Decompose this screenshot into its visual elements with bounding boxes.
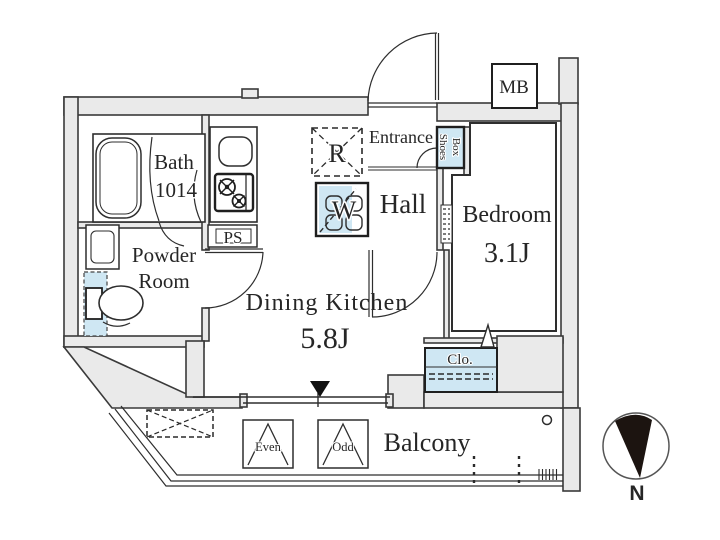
balcony-drain [541,414,553,426]
wall-chamfer-corner [62,346,243,409]
washer-space: W [314,181,370,238]
wall-dk-west-base [185,340,205,398]
hall-label: Hall [380,189,427,219]
bedroom-sliding-door [440,204,453,244]
toilet-base-line [102,321,131,327]
wall-top-left [63,96,369,116]
stove-burner-large [218,178,236,196]
window-jamb-left [239,393,248,408]
closet: Clo. [424,322,498,393]
compass-north-label: N [629,482,644,505]
wall-south-niche [387,374,425,409]
room-bath: Bath 1014 [92,133,206,247]
dining-kitchen-size-label: 5.8J [300,322,350,355]
panel-even-label: Even [255,440,281,454]
bath-door-curve-2 [193,169,202,223]
room-dining-kitchen: Dining Kitchen 5.8J [244,250,438,357]
balcony-label: Balcony [384,428,471,457]
room-powder: Powder Room [83,224,264,337]
powder-room-label-2: Room [138,269,189,293]
wall-right-tower [558,57,579,105]
bath-door-curve-1 [149,136,160,222]
room-entrance: Entrance Shoes Box [367,32,466,171]
closet-door-mark [480,322,495,348]
room-bedroom: Bedroom 3.1J [440,122,557,332]
pipe-space-box-inner [215,228,252,244]
balcony-panel-even: Even [242,419,294,469]
balcony-panel-odd: Odd [317,419,369,469]
powder-room-label-1: Powder [132,243,196,267]
bath-door-swing [158,221,185,247]
meter-box: MB [491,63,538,109]
entrance-label: Entrance [369,127,433,147]
refrigerator-space: R [311,127,363,177]
refrigerator-label: R [328,139,346,168]
window-entry-marker [310,381,330,397]
wall-dk-east [443,249,450,342]
bath-size-label: 1014 [155,178,198,202]
washer-icon [319,188,363,233]
wall-left [63,96,79,348]
wall-south-east-block [496,335,564,393]
toilet-bowl [98,285,144,321]
balcony-right-wall [562,407,581,492]
balcony-railing [108,405,563,487]
wall-dk-west-lower [201,307,210,342]
closet-label: Clo. [447,352,472,368]
meter-box-label: MB [499,77,529,98]
dining-kitchen-label: Dining Kitchen [246,290,409,316]
hall-dk-door [368,250,438,318]
compass-needle [615,414,652,478]
pipe-space-label: PS [224,228,243,247]
wall-south-under-closet [423,391,564,409]
panel-odd-label: Odd [332,440,354,454]
window-jamb-right [385,393,394,408]
shoes-box-label-2: Box [450,138,462,157]
entrance-door [367,32,440,108]
bathtub-inner [99,141,138,215]
kitchen-counter: PS [207,126,258,248]
compass: N [602,412,670,506]
shoes-box: Shoes Box [435,125,466,170]
washbasin-inner [90,230,115,264]
room-hall: Hall [378,188,428,221]
wall-powder-south [63,335,205,348]
closet-box [424,347,498,393]
kitchen-sink [218,136,253,167]
pipe-space-box [207,224,258,248]
shoes-box-door-swing [416,147,438,169]
stove [213,172,255,213]
bedroom-outline [451,122,557,332]
balcony-hatch [538,469,558,480]
shoes-box-label-1: Shoes [437,134,449,160]
bath-label: Bath [154,150,194,174]
wall-top-bump [241,88,259,99]
ac-unit-space [146,409,214,438]
balcony: Even Odd Balcony [108,405,581,492]
bathtub [95,137,142,219]
bedroom-size-label: 3.1J [484,238,530,269]
south-window [193,381,390,407]
stove-burner-small [231,193,247,209]
washer-label: W [332,196,357,225]
bedroom-label: Bedroom [462,202,552,228]
powder-door [204,248,264,309]
